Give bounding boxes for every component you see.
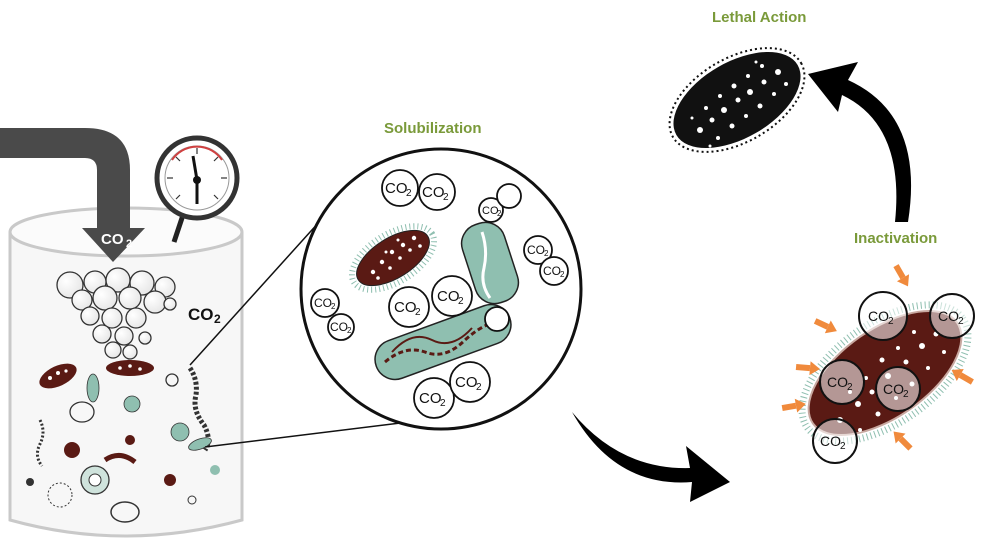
svg-text:CO: CO (437, 288, 460, 305)
svg-text:2: 2 (560, 270, 565, 279)
svg-text:2: 2 (903, 389, 909, 400)
svg-text:CO: CO (385, 180, 408, 197)
pipe-co2-text: CO (101, 231, 124, 248)
svg-text:2: 2 (443, 192, 449, 203)
svg-text:CO: CO (482, 205, 499, 217)
svg-text:CO: CO (527, 243, 545, 257)
lethal-action-label: Lethal Action (712, 9, 807, 26)
svg-text:CO: CO (422, 184, 445, 201)
pipe-arrow-icon (0, 128, 145, 262)
svg-text:CO: CO (827, 374, 848, 390)
co2-bubble-cluster (56, 267, 177, 360)
lethal-action-dead-cell (668, 47, 806, 153)
solubilization-label: Solubilization (384, 120, 482, 137)
svg-text:CO: CO (330, 320, 348, 334)
svg-text:2: 2 (888, 316, 894, 327)
svg-text:CO: CO (419, 390, 442, 407)
svg-text:CO: CO (314, 296, 332, 310)
svg-text:CO: CO (543, 264, 561, 278)
microorganisms-in-vessel (26, 360, 220, 523)
pressure-gauge-icon (154, 135, 240, 243)
pipe-co2-sub: 2 (126, 238, 132, 250)
svg-text:2: 2 (840, 441, 846, 452)
svg-text:2: 2 (476, 382, 482, 393)
pressure-arrows (781, 264, 974, 451)
svg-text:2: 2 (331, 302, 336, 311)
vessel-co2-text: CO (188, 305, 214, 324)
curved-arrow-icon (572, 412, 730, 502)
svg-text:2: 2 (415, 307, 421, 318)
svg-text:2: 2 (958, 316, 964, 327)
vessel-co2-sub: 2 (214, 312, 221, 326)
svg-text:2: 2 (497, 209, 502, 218)
curved-arrow-icon-upper (808, 62, 912, 222)
svg-text:2: 2 (544, 249, 549, 258)
teal-rod-bacterium (460, 221, 520, 305)
svg-text:2: 2 (458, 296, 464, 307)
svg-text:2: 2 (847, 382, 853, 393)
zoom-bubbles (310, 169, 569, 419)
inactivation-label: Inactivation (854, 230, 938, 247)
svg-text:CO: CO (938, 308, 959, 324)
svg-text:CO: CO (820, 433, 841, 449)
svg-text:2: 2 (406, 188, 412, 199)
svg-text:2: 2 (347, 326, 352, 335)
svg-text:CO: CO (868, 308, 889, 324)
svg-text:CO: CO (883, 381, 904, 397)
svg-text:CO: CO (455, 374, 478, 391)
inactivation-bubbles (812, 291, 975, 464)
svg-text:CO: CO (394, 299, 417, 316)
svg-text:2: 2 (440, 398, 446, 409)
brown-bacterium (348, 223, 438, 293)
